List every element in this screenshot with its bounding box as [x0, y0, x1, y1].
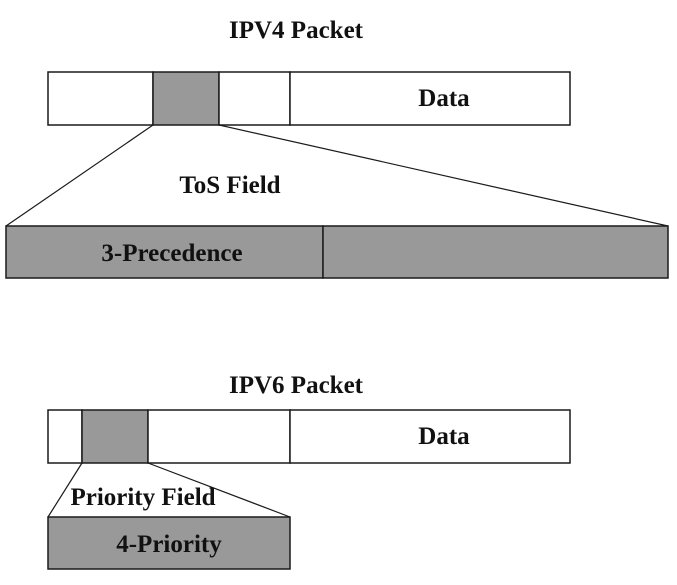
- ipv6-priority-label: 4-Priority: [116, 531, 222, 558]
- ipv6-data-cell: [289, 409, 571, 464]
- ipv6-priority-field-cell: [47, 516, 291, 570]
- ipv4-data-cell: [289, 71, 571, 126]
- ipv4-tos-rest-cell: [322, 225, 669, 279]
- ipv4-title: IPV4 Packet: [229, 17, 364, 44]
- ipv6-priority-cell: [81, 409, 149, 464]
- ipv6-field-title: Priority Field: [70, 484, 215, 511]
- ipv4-tos-cell: [152, 71, 220, 126]
- ipv4-header-cell-2: [218, 71, 291, 126]
- ipv4-zoom-line-right: [218, 124, 669, 227]
- ipv4-zoom-line-left: [5, 124, 154, 227]
- ipv6-zoom-line-right: [147, 462, 291, 518]
- ipv6-packet-bar: [47, 409, 571, 464]
- ipv6-title: IPV6 Packet: [229, 372, 364, 399]
- ipv6-section: IPV6 Packet Data Priority Field 4-Priori…: [47, 372, 571, 570]
- ipv6-header-cell: [47, 409, 83, 464]
- ipv4-field-title: ToS Field: [179, 172, 280, 199]
- ipv4-precedence-cell: [5, 225, 324, 279]
- ipv6-data-label: Data: [418, 423, 470, 450]
- ipv4-header-cell: [47, 71, 154, 126]
- ipv4-precedence-label: 3-Precedence: [101, 240, 242, 267]
- ipv4-tos-field-bar: [5, 225, 669, 279]
- ipv6-header-cell-2: [147, 409, 291, 464]
- ipv4-packet-bar: [47, 71, 571, 126]
- ipv4-data-label: Data: [418, 85, 470, 112]
- ipv4-section: IPV4 Packet Data ToS Field 3-Precedence: [5, 17, 669, 279]
- ipv6-zoom-line-left: [47, 462, 83, 518]
